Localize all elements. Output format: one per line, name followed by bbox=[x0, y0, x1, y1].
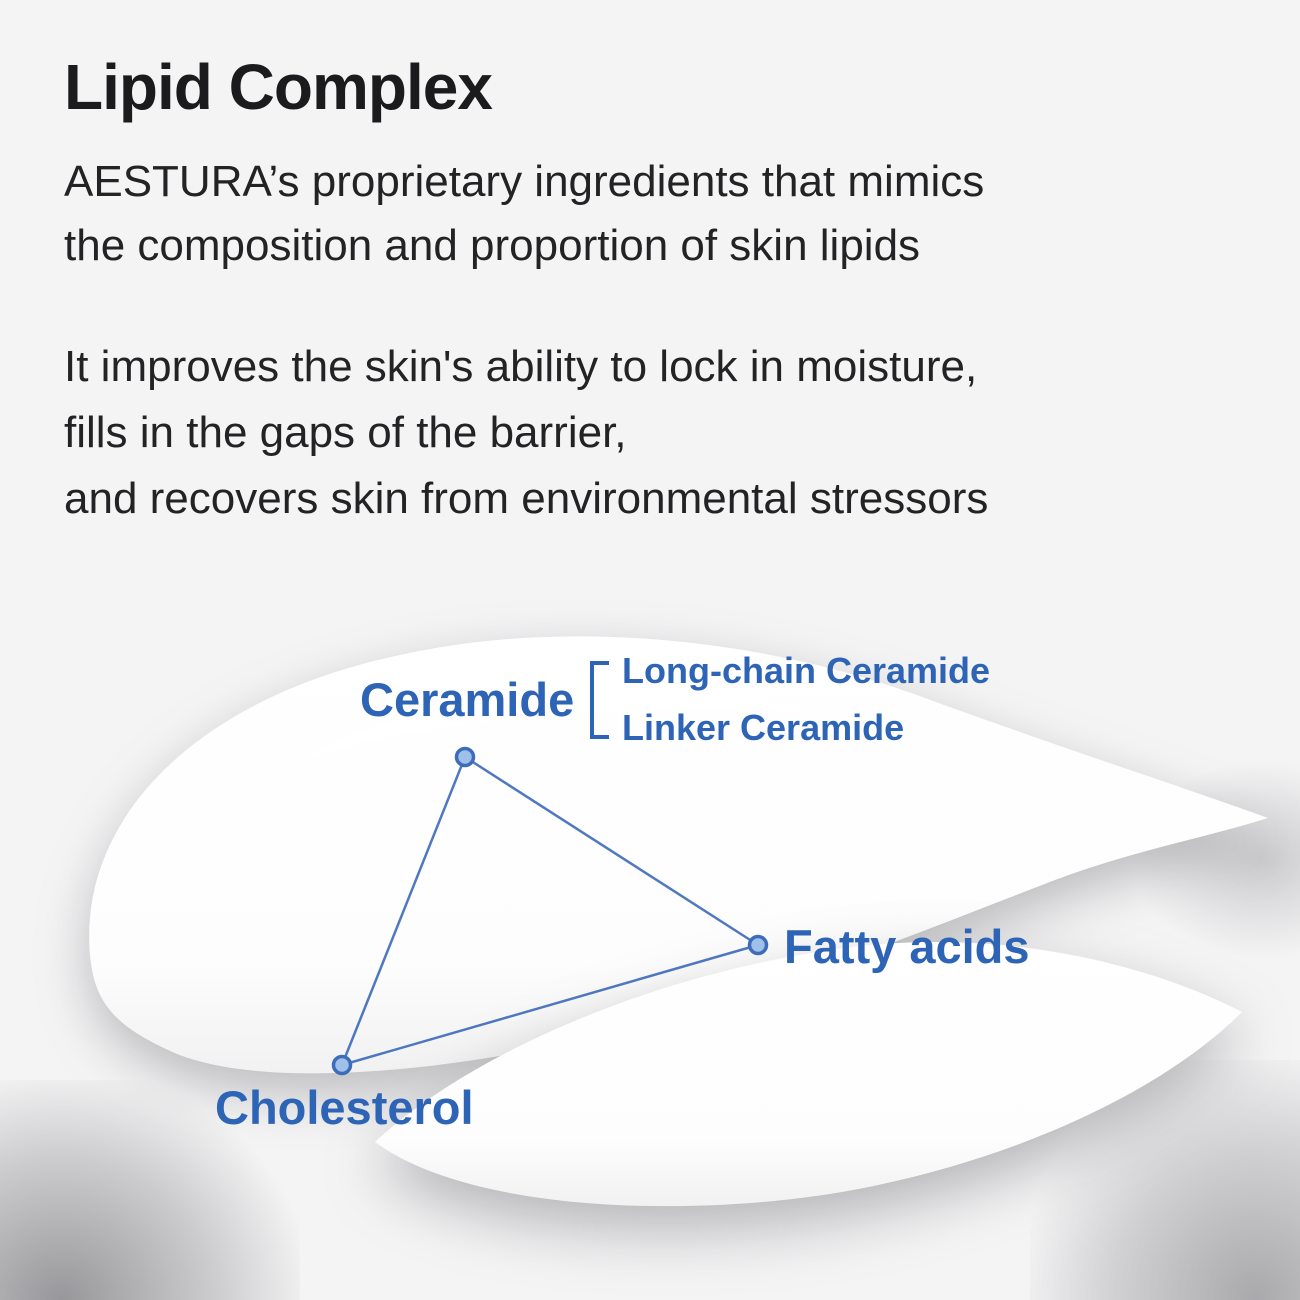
ceramide-bracket-icon bbox=[590, 661, 609, 739]
subtitle: AESTURA’s proprietary ingredients that m… bbox=[64, 150, 984, 278]
ceramide-label: Ceramide bbox=[360, 673, 575, 726]
page-title: Lipid Complex bbox=[64, 51, 493, 123]
body-text: It improves the skin's ability to lock i… bbox=[64, 334, 988, 532]
subtitle-line-1: AESTURA’s proprietary ingredients that m… bbox=[64, 157, 985, 206]
subtitle-line-2: the composition and proportion of skin l… bbox=[64, 221, 921, 270]
long-chain-ceramide-label: Long-chain Ceramide bbox=[622, 650, 991, 691]
cholesterol-label: Cholesterol bbox=[215, 1081, 474, 1134]
linker-ceramide-label: Linker Ceramide bbox=[622, 707, 905, 748]
body-line-3: and recovers skin from environmental str… bbox=[64, 474, 989, 523]
body-line-1: It improves the skin's ability to lock i… bbox=[64, 342, 978, 391]
body-line-2: fills in the gaps of the barrier, bbox=[64, 408, 627, 457]
fatty-acids-node-dot bbox=[747, 934, 769, 956]
ceramide-node-dot bbox=[454, 746, 476, 768]
fatty-acids-label: Fatty acids bbox=[784, 920, 1030, 973]
cholesterol-node-dot bbox=[331, 1054, 353, 1076]
